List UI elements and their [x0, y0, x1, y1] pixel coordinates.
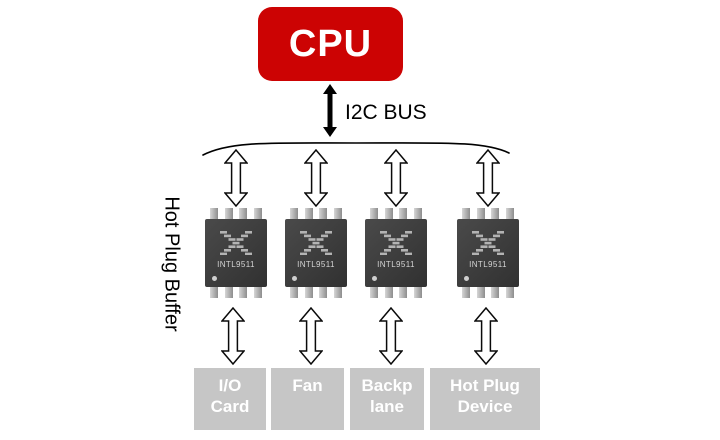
- chip-pin: [413, 208, 422, 219]
- chip-pin: [224, 287, 233, 298]
- chip-pin: [505, 208, 514, 219]
- chip-pin: [462, 208, 470, 219]
- chip-body: INTL9511: [457, 219, 519, 287]
- chip-part-number: INTL9511: [297, 260, 335, 269]
- chip-pin: [476, 208, 485, 219]
- chip-pin: [319, 208, 328, 219]
- chip-pin: [384, 208, 393, 219]
- chip-pin: [413, 287, 422, 298]
- hot-plug-buffer-label: Hot Plug Buffer: [160, 196, 183, 332]
- bus-chip-arrow-icon-4: [476, 149, 500, 207]
- device-label-line: Fan: [292, 376, 323, 395]
- device-label-line: Hot Plug: [450, 376, 520, 395]
- chip-pin: [399, 208, 408, 219]
- chip-pin: [491, 208, 500, 219]
- cpu-label: CPU: [288, 22, 373, 65]
- chip-pin: [491, 287, 500, 298]
- chip-logo-icon: [220, 231, 252, 255]
- device-box-hot-plug-device: Hot Plug Device: [430, 368, 540, 430]
- device-box-backplane: Backp lane: [350, 368, 424, 430]
- chip-pin: [399, 287, 408, 298]
- chip-pin: [476, 287, 485, 298]
- chip-device-arrow-icon-1: [221, 307, 245, 365]
- chip-part-number: INTL9511: [377, 260, 415, 269]
- chip-body: INTL9511: [365, 219, 427, 287]
- chip-pin: [304, 208, 313, 219]
- chip-pins-top: [285, 208, 347, 219]
- chip-pin: [210, 287, 218, 298]
- chip-pins-bottom: [457, 287, 519, 298]
- chip-body: INTL9511: [285, 219, 347, 287]
- chip-logo-icon: [380, 231, 412, 255]
- chip-device-arrow-icon-2: [299, 307, 323, 365]
- chip-pins-top: [205, 208, 267, 219]
- chip-pins-bottom: [365, 287, 427, 298]
- chip-pin: [210, 208, 218, 219]
- buffer-chip-3: INTL9511: [365, 208, 427, 298]
- chip-pin: [304, 287, 313, 298]
- bus-chip-arrow-icon-1: [224, 149, 248, 207]
- chip-pin: [224, 208, 233, 219]
- device-label-line: I/O: [218, 376, 242, 395]
- chip-pins-top: [457, 208, 519, 219]
- chip-pin: [370, 208, 378, 219]
- chip-pin: [319, 287, 328, 298]
- cpu-block: CPU: [258, 7, 403, 81]
- chip-pin: [290, 208, 298, 219]
- pin1-indicator-dot: [212, 276, 217, 281]
- chip-pins-bottom: [285, 287, 347, 298]
- pin1-indicator-dot: [292, 276, 297, 281]
- chip-part-number: INTL9511: [217, 260, 255, 269]
- chip-logo-icon: [300, 231, 332, 255]
- buffer-chip-1: INTL9511: [205, 208, 267, 298]
- buffer-chip-4: INTL9511: [457, 208, 519, 298]
- bus-branch-curve: [202, 142, 510, 156]
- chip-pin: [239, 208, 248, 219]
- chip-pin: [370, 287, 378, 298]
- device-label-line: Card: [210, 397, 250, 416]
- chip-pin: [239, 287, 248, 298]
- cpu-bus-arrow-icon: [323, 84, 337, 137]
- chip-device-arrow-icon-3: [379, 307, 403, 365]
- device-label-line: lane: [369, 397, 405, 416]
- chip-pin: [333, 208, 342, 219]
- chip-pins-bottom: [205, 287, 267, 298]
- i2c-bus-label: I2C BUS: [345, 101, 427, 124]
- buffer-chip-2: INTL9511: [285, 208, 347, 298]
- device-label-line: Backp: [361, 376, 413, 395]
- device-box-fan: Fan: [271, 368, 344, 430]
- chip-pin: [290, 287, 298, 298]
- chip-device-arrow-icon-4: [474, 307, 498, 365]
- device-box-io-card: I/O Card: [194, 368, 266, 430]
- chip-pin: [505, 287, 514, 298]
- chip-logo-icon: [472, 231, 504, 255]
- chip-body: INTL9511: [205, 219, 267, 287]
- device-label-line: Device: [457, 397, 513, 416]
- bus-chip-arrow-icon-3: [384, 149, 408, 207]
- chip-pin: [384, 287, 393, 298]
- chip-pins-top: [365, 208, 427, 219]
- chip-pin: [253, 287, 262, 298]
- chip-part-number: INTL9511: [469, 260, 507, 269]
- bus-chip-arrow-icon-2: [304, 149, 328, 207]
- pin1-indicator-dot: [464, 276, 469, 281]
- pin1-indicator-dot: [372, 276, 377, 281]
- chip-pin: [253, 208, 262, 219]
- chip-pin: [333, 287, 342, 298]
- chip-pin: [462, 287, 470, 298]
